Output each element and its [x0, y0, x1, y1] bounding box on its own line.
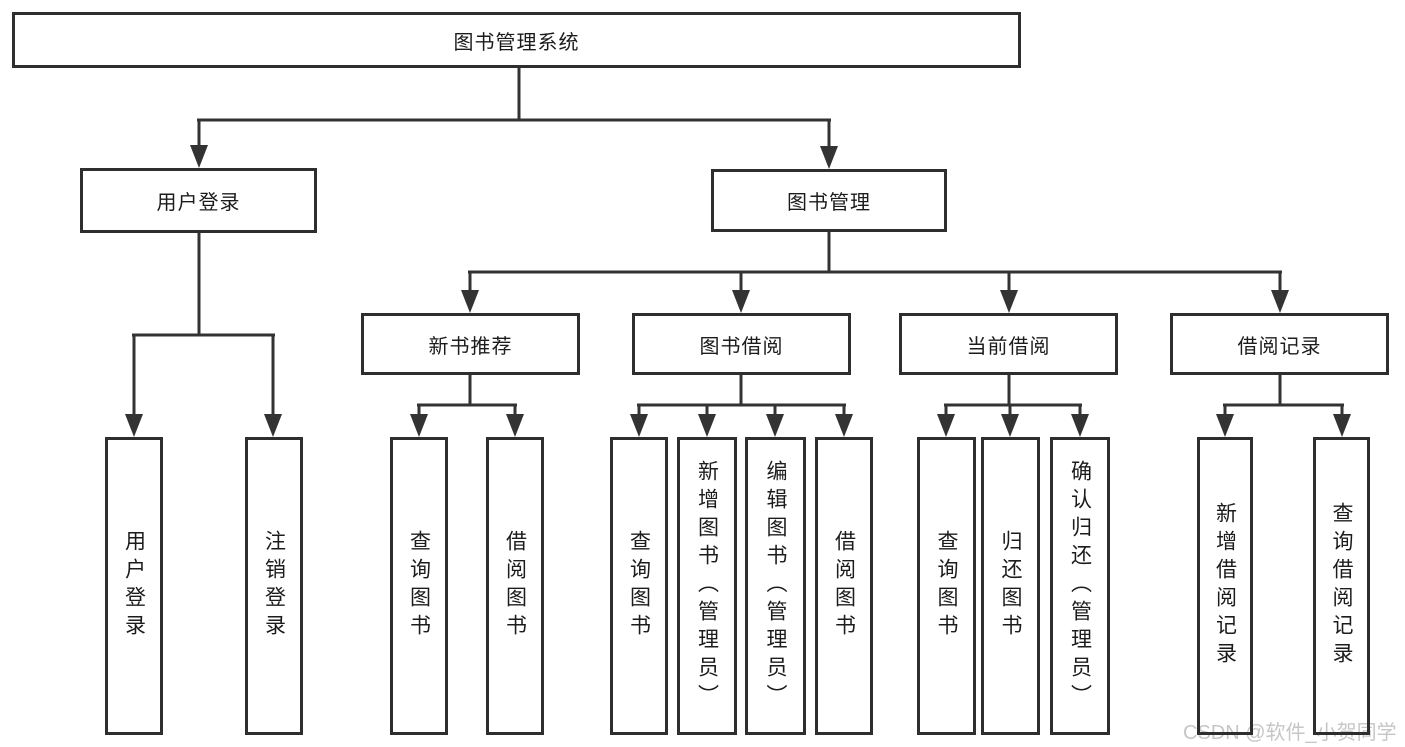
arrow-down-icon [630, 414, 648, 437]
arrow-down-icon [1333, 414, 1351, 437]
leaf-borrow-add: 新增图书（管理员） [677, 437, 737, 735]
node-current-borrow: 当前借阅 [899, 313, 1118, 375]
connector-line [417, 403, 517, 407]
leaf-borrow-borrow-label: 借阅图书 [832, 530, 856, 642]
connector-line [1223, 403, 1344, 407]
leaf-borrow-edit: 编辑图书（管理员） [745, 437, 806, 735]
connector-line [1078, 405, 1082, 416]
leaf-logout-label: 注销登录 [262, 530, 286, 642]
connector-line [468, 375, 472, 406]
connector-line [773, 405, 777, 416]
connector-line [1340, 405, 1344, 416]
leaf-record-query-label: 查询借阅记录 [1330, 502, 1353, 670]
arrow-down-icon [766, 414, 784, 437]
arrow-down-icon [820, 146, 838, 169]
arrow-down-icon [937, 414, 955, 437]
node-borrow-record: 借阅记录 [1170, 313, 1389, 375]
connector-line [197, 233, 201, 336]
connector-line [417, 405, 421, 416]
connector-line [944, 405, 948, 416]
arrow-down-icon [1071, 414, 1089, 437]
leaf-record-add-label: 新增借阅记录 [1213, 502, 1237, 670]
connector-line [1007, 375, 1011, 406]
leaf-user-login-label: 用户登录 [122, 530, 146, 642]
arrow-down-icon [1001, 414, 1019, 437]
connector-line [132, 333, 275, 337]
connector-line [197, 120, 201, 147]
leaf-user-login: 用户登录 [105, 437, 163, 735]
connector-line [827, 120, 831, 148]
leaf-newbook-borrow-label: 借阅图书 [503, 530, 527, 642]
connector-line [637, 405, 641, 416]
connector-line [517, 68, 521, 121]
arrow-down-icon [1216, 414, 1234, 437]
leaf-record-add: 新增借阅记录 [1197, 437, 1253, 735]
leaf-newbook-query: 查询图书 [390, 437, 448, 735]
leaf-borrow-borrow: 借阅图书 [815, 437, 873, 735]
arrow-down-icon [410, 414, 428, 437]
node-new-book-label: 新书推荐 [428, 335, 513, 358]
leaf-logout: 注销登录 [245, 437, 303, 735]
arrow-down-icon [506, 414, 524, 437]
connector-line [197, 118, 831, 122]
leaf-borrow-query: 查询图书 [610, 437, 668, 735]
connector-line [739, 375, 743, 406]
leaf-current-query: 查询图书 [917, 437, 976, 735]
node-current-borrow-label: 当前借阅 [966, 335, 1051, 358]
connector-line [739, 272, 743, 291]
connector-line [1008, 405, 1012, 416]
node-book-borrow-label: 图书借阅 [699, 335, 784, 358]
arrow-down-icon [1271, 290, 1289, 313]
leaf-current-confirm-label: 确认归还（管理员） [1068, 460, 1092, 712]
connector-line [468, 270, 1282, 274]
connector-line [132, 335, 136, 416]
leaf-current-return-label: 归还图书 [999, 530, 1022, 642]
leaf-current-confirm: 确认归还（管理员） [1050, 437, 1110, 735]
leaf-borrow-query-label: 查询图书 [627, 530, 651, 642]
connector-line [1278, 272, 1282, 291]
leaf-borrow-edit-label: 编辑图书（管理员） [764, 460, 787, 712]
node-borrow-record-label: 借阅记录 [1237, 335, 1322, 358]
arrow-down-icon [125, 414, 143, 437]
node-new-book: 新书推荐 [361, 313, 580, 375]
node-book-mgmt: 图书管理 [711, 169, 947, 232]
node-book-mgmt-label: 图书管理 [787, 192, 871, 214]
connector-line [271, 335, 275, 416]
node-root: 图书管理系统 [12, 12, 1021, 68]
connector-line [637, 403, 846, 407]
leaf-record-query: 查询借阅记录 [1313, 437, 1370, 735]
arrow-down-icon [190, 145, 208, 168]
connector-line [513, 405, 517, 416]
connector-line [944, 403, 1082, 407]
leaf-current-query-label: 查询图书 [935, 530, 958, 642]
leaf-current-return: 归还图书 [981, 437, 1040, 735]
connector-line [827, 232, 831, 273]
arrow-down-icon [1000, 290, 1018, 313]
connector-line [1278, 375, 1282, 406]
connector-line [842, 405, 846, 416]
arrow-down-icon [264, 414, 282, 437]
connector-line [705, 405, 709, 416]
leaf-newbook-query-label: 查询图书 [407, 530, 431, 642]
node-user-login-label: 用户登录 [156, 192, 241, 214]
arrow-down-icon [461, 290, 479, 313]
node-user-login: 用户登录 [80, 168, 317, 233]
arrow-down-icon [835, 414, 853, 437]
node-root-label: 图书管理系统 [453, 31, 580, 54]
arrow-down-icon [698, 414, 716, 437]
watermark-text: CSDN @软件_小贺同学 [1183, 722, 1397, 744]
connector-line [1223, 405, 1227, 416]
connector-line [468, 272, 472, 291]
connector-line [1007, 272, 1011, 291]
leaf-borrow-add-label: 新增图书（管理员） [695, 460, 719, 712]
leaf-newbook-borrow: 借阅图书 [486, 437, 544, 735]
arrow-down-icon [732, 290, 750, 313]
node-book-borrow: 图书借阅 [632, 313, 851, 375]
